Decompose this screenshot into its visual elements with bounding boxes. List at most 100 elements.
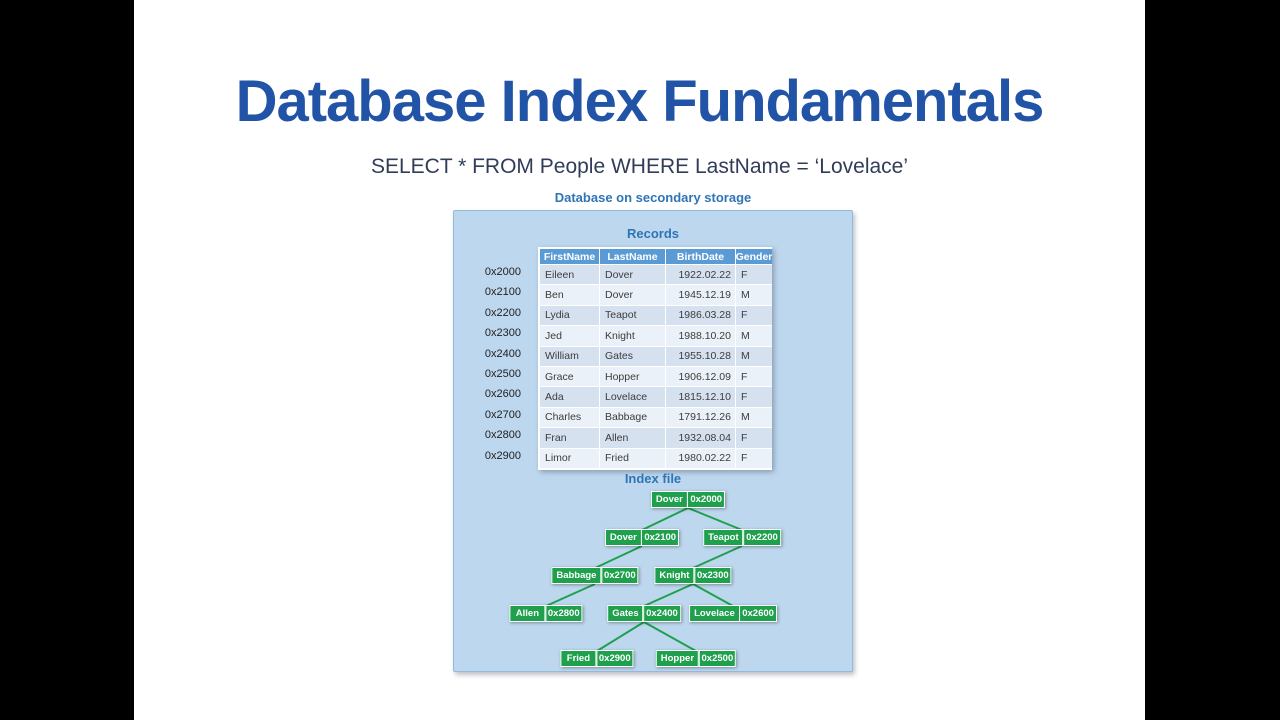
- tree-node-key: Knight: [654, 567, 695, 584]
- tree-node: Gates 0x2400: [607, 605, 681, 622]
- tree-node-address: 0x2400: [643, 605, 681, 622]
- cell-last-name: Lovelace: [600, 386, 666, 407]
- cell-gender: F: [736, 447, 772, 468]
- cell-birth-date: 1955.10.28: [666, 345, 736, 366]
- cell-gender: F: [736, 386, 772, 407]
- cell-birth-date: 1986.03.28: [666, 304, 736, 326]
- cell-first-name: Limor: [540, 447, 600, 468]
- cell-first-name: William: [540, 345, 600, 366]
- tree-edge: [643, 583, 694, 607]
- cell-gender: F: [736, 304, 772, 326]
- record-address: 0x2400: [484, 347, 521, 360]
- cell-first-name: Ada: [540, 386, 600, 407]
- tree-edge: [596, 621, 645, 652]
- cell-first-name: Charles: [540, 406, 600, 428]
- tree-node-key: Teapot: [703, 529, 744, 546]
- tree-node-address: 0x2200: [743, 529, 781, 546]
- tree-node: Hopper 0x2500: [655, 650, 737, 667]
- cell-birth-date: 1906.12.09: [666, 365, 736, 387]
- tree-node-address: 0x2900: [595, 650, 634, 667]
- cell-gender: F: [736, 365, 772, 387]
- storage-panel: Records 0x2000 0x2100 0x2200 0x2300 0x24…: [453, 210, 853, 672]
- cell-first-name: Eileen: [540, 264, 600, 285]
- tree-node-address: 0x2600: [739, 605, 777, 622]
- tree-node-key: Dover: [604, 529, 642, 546]
- cell-last-name: Dover: [600, 284, 666, 305]
- column-header: BirthDate: [666, 249, 736, 264]
- slide: Database Index Fundamentals SELECT * FRO…: [134, 0, 1145, 720]
- cell-gender: M: [736, 406, 772, 428]
- tree-node-key: Allen: [509, 605, 546, 622]
- cell-last-name: Babbage: [600, 406, 666, 428]
- cell-gender: F: [736, 427, 772, 448]
- record-address: 0x2200: [484, 306, 521, 319]
- cell-first-name: Lydia: [540, 304, 600, 326]
- tree-node-key: Hopper: [655, 650, 700, 667]
- record-address: 0x2300: [484, 327, 521, 340]
- column-header: LastName: [600, 249, 666, 264]
- tree-node-address: 0x2300: [693, 567, 732, 584]
- tree-node: Babbage 0x2700: [551, 567, 639, 584]
- cell-last-name: Gates: [600, 345, 666, 366]
- tree-edge: [692, 545, 743, 569]
- cell-birth-date: 1815.12.10: [666, 386, 736, 407]
- record-address: 0x2900: [484, 449, 521, 462]
- record-address: 0x2800: [484, 429, 521, 442]
- tree-node-key: Gates: [607, 605, 644, 622]
- cell-gender: M: [736, 325, 772, 346]
- records-table: FirstName LastName BirthDate Gender Eile…: [538, 247, 772, 470]
- record-address: 0x2100: [484, 286, 521, 299]
- tree-edge: [641, 507, 689, 531]
- cell-gender: M: [736, 345, 772, 366]
- record-address: 0x2700: [484, 408, 521, 421]
- cell-birth-date: 1932.08.04: [666, 427, 736, 448]
- tree-node: Fried 0x2900: [560, 650, 634, 667]
- tree-edge: [687, 507, 743, 531]
- tree-node-key: Fried: [560, 650, 597, 667]
- tree-node-key: Babbage: [551, 567, 602, 584]
- tree-edge: [594, 545, 643, 569]
- records-section-label: Records: [626, 226, 680, 241]
- cell-gender: F: [736, 264, 772, 285]
- record-address: 0x2500: [484, 368, 521, 380]
- cell-last-name: Allen: [600, 427, 666, 448]
- cell-first-name: Jed: [540, 325, 600, 346]
- index-tree-edges: [545, 507, 743, 652]
- storage-panel-label: Database on secondary storage: [554, 190, 752, 205]
- tree-node-address: 0x2100: [641, 529, 680, 546]
- tree-node-address: 0x2700: [600, 567, 639, 584]
- tree-edge: [692, 583, 734, 607]
- cell-birth-date: 1988.10.20: [666, 325, 736, 346]
- tree-edge: [643, 621, 697, 652]
- tree-node: Lovelace 0x2600: [689, 605, 777, 622]
- cell-first-name: Fran: [540, 427, 600, 448]
- tree-node: Teapot 0x2200: [703, 529, 781, 546]
- cell-last-name: Dover: [600, 264, 666, 285]
- cell-birth-date: 1945.12.19: [666, 284, 736, 305]
- index-file-label: Index file: [624, 471, 682, 486]
- column-header: Gender: [735, 249, 773, 264]
- tree-node-address: 0x2500: [698, 650, 737, 667]
- tree-node: Allen 0x2800: [509, 605, 583, 622]
- cell-birth-date: 1791.12.26: [666, 406, 736, 428]
- cell-birth-date: 1922.02.22: [666, 264, 736, 285]
- cell-last-name: Teapot: [600, 304, 666, 326]
- cell-last-name: Knight: [600, 325, 666, 346]
- cell-last-name: Hopper: [600, 365, 666, 387]
- cell-first-name: Ben: [540, 284, 600, 305]
- cell-birth-date: 1980.02.22: [666, 447, 736, 468]
- cell-last-name: Fried: [600, 447, 666, 468]
- tree-node-key: Lovelace: [689, 605, 740, 622]
- tree-node-address: 0x2000: [687, 491, 726, 508]
- record-address: 0x2000: [484, 266, 521, 278]
- slide-title: Database Index Fundamentals: [235, 69, 1045, 134]
- tree-node-address: 0x2800: [544, 605, 583, 622]
- tree-node: Knight 0x2300: [654, 567, 732, 584]
- cell-gender: M: [736, 284, 772, 305]
- tree-edge: [545, 583, 596, 607]
- tree-node: Dover 0x2000: [650, 491, 726, 508]
- record-address: 0x2600: [484, 388, 521, 401]
- sql-query-text: SELECT * FROM People WHERE LastName = ‘L…: [370, 155, 909, 178]
- column-header: FirstName: [540, 249, 600, 264]
